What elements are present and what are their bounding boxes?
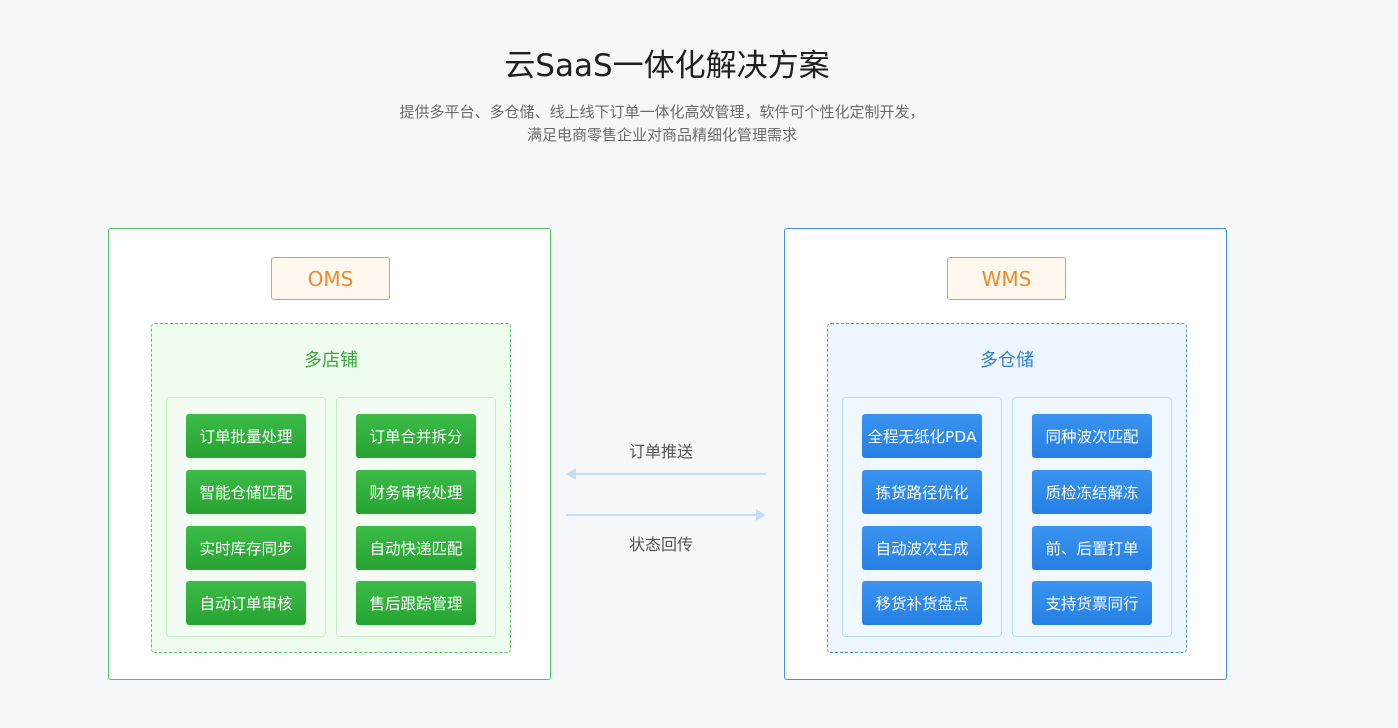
wms-feature-button[interactable]: 全程无纸化PDA xyxy=(862,414,982,458)
wms-inner-title: 多仓储 xyxy=(980,350,1034,371)
arrow-right-icon xyxy=(566,509,766,521)
oms-feature-button[interactable]: 自动快递匹配 xyxy=(356,526,476,570)
oms-feature-button[interactable]: 订单合并拆分 xyxy=(356,414,476,458)
oms-column-2: 订单合并拆分 财务审核处理 自动快递匹配 售后跟踪管理 xyxy=(336,397,496,637)
oms-panel: OMS 多店铺 订单批量处理 智能仓储匹配 实时库存同步 自动订单审核 订单合并… xyxy=(108,228,551,680)
wms-feature-button[interactable]: 质检冻结解冻 xyxy=(1032,470,1152,514)
flow-label-order-push: 订单推送 xyxy=(628,442,693,461)
wms-tag: WMS xyxy=(947,257,1066,300)
oms-feature-button[interactable]: 自动订单审核 xyxy=(186,581,306,625)
oms-feature-button[interactable]: 智能仓储匹配 xyxy=(186,470,306,514)
oms-inner-title: 多店铺 xyxy=(304,350,358,371)
oms-feature-button[interactable]: 实时库存同步 xyxy=(186,526,306,570)
oms-multi-store-box: 多店铺 订单批量处理 智能仓储匹配 实时库存同步 自动订单审核 订单合并拆分 财… xyxy=(151,323,511,653)
oms-feature-button[interactable]: 财务审核处理 xyxy=(356,470,476,514)
wms-feature-button[interactable]: 拣货路径优化 xyxy=(862,470,982,514)
arrow-left-icon xyxy=(566,468,766,480)
wms-feature-button[interactable]: 支持货票同行 xyxy=(1032,581,1152,625)
oms-feature-button[interactable]: 订单批量处理 xyxy=(186,414,306,458)
wms-feature-button[interactable]: 移货补货盘点 xyxy=(862,581,982,625)
oms-feature-button[interactable]: 售后跟踪管理 xyxy=(356,581,476,625)
wms-feature-button[interactable]: 同种波次匹配 xyxy=(1032,414,1152,458)
wms-feature-button[interactable]: 前、后置打单 xyxy=(1032,526,1152,570)
subtitle-line-2: 满足电商零售企业对商品精细化管理需求 xyxy=(526,126,797,144)
page-subtitle: 提供多平台、多仓储、线上线下订单一体化高效管理，软件可个性化定制开发， 满足电商… xyxy=(0,101,1324,147)
wms-column-1: 全程无纸化PDA 拣货路径优化 自动波次生成 移货补货盘点 xyxy=(842,397,1002,637)
page-title: 云SaaS一体化解决方案 xyxy=(504,48,830,84)
subtitle-line-1: 提供多平台、多仓储、线上线下订单一体化高效管理，软件可个性化定制开发， xyxy=(399,103,925,121)
wms-multi-warehouse-box: 多仓储 全程无纸化PDA 拣货路径优化 自动波次生成 移货补货盘点 同种波次匹配… xyxy=(827,323,1187,653)
oms-tag: OMS xyxy=(271,257,390,300)
wms-panel: WMS 多仓储 全程无纸化PDA 拣货路径优化 自动波次生成 移货补货盘点 同种… xyxy=(784,228,1227,680)
flow-label-status-return: 状态回传 xyxy=(628,535,693,554)
wms-feature-button[interactable]: 自动波次生成 xyxy=(862,526,982,570)
wms-column-2: 同种波次匹配 质检冻结解冻 前、后置打单 支持货票同行 xyxy=(1012,397,1172,637)
oms-column-1: 订单批量处理 智能仓储匹配 实时库存同步 自动订单审核 xyxy=(166,397,326,637)
